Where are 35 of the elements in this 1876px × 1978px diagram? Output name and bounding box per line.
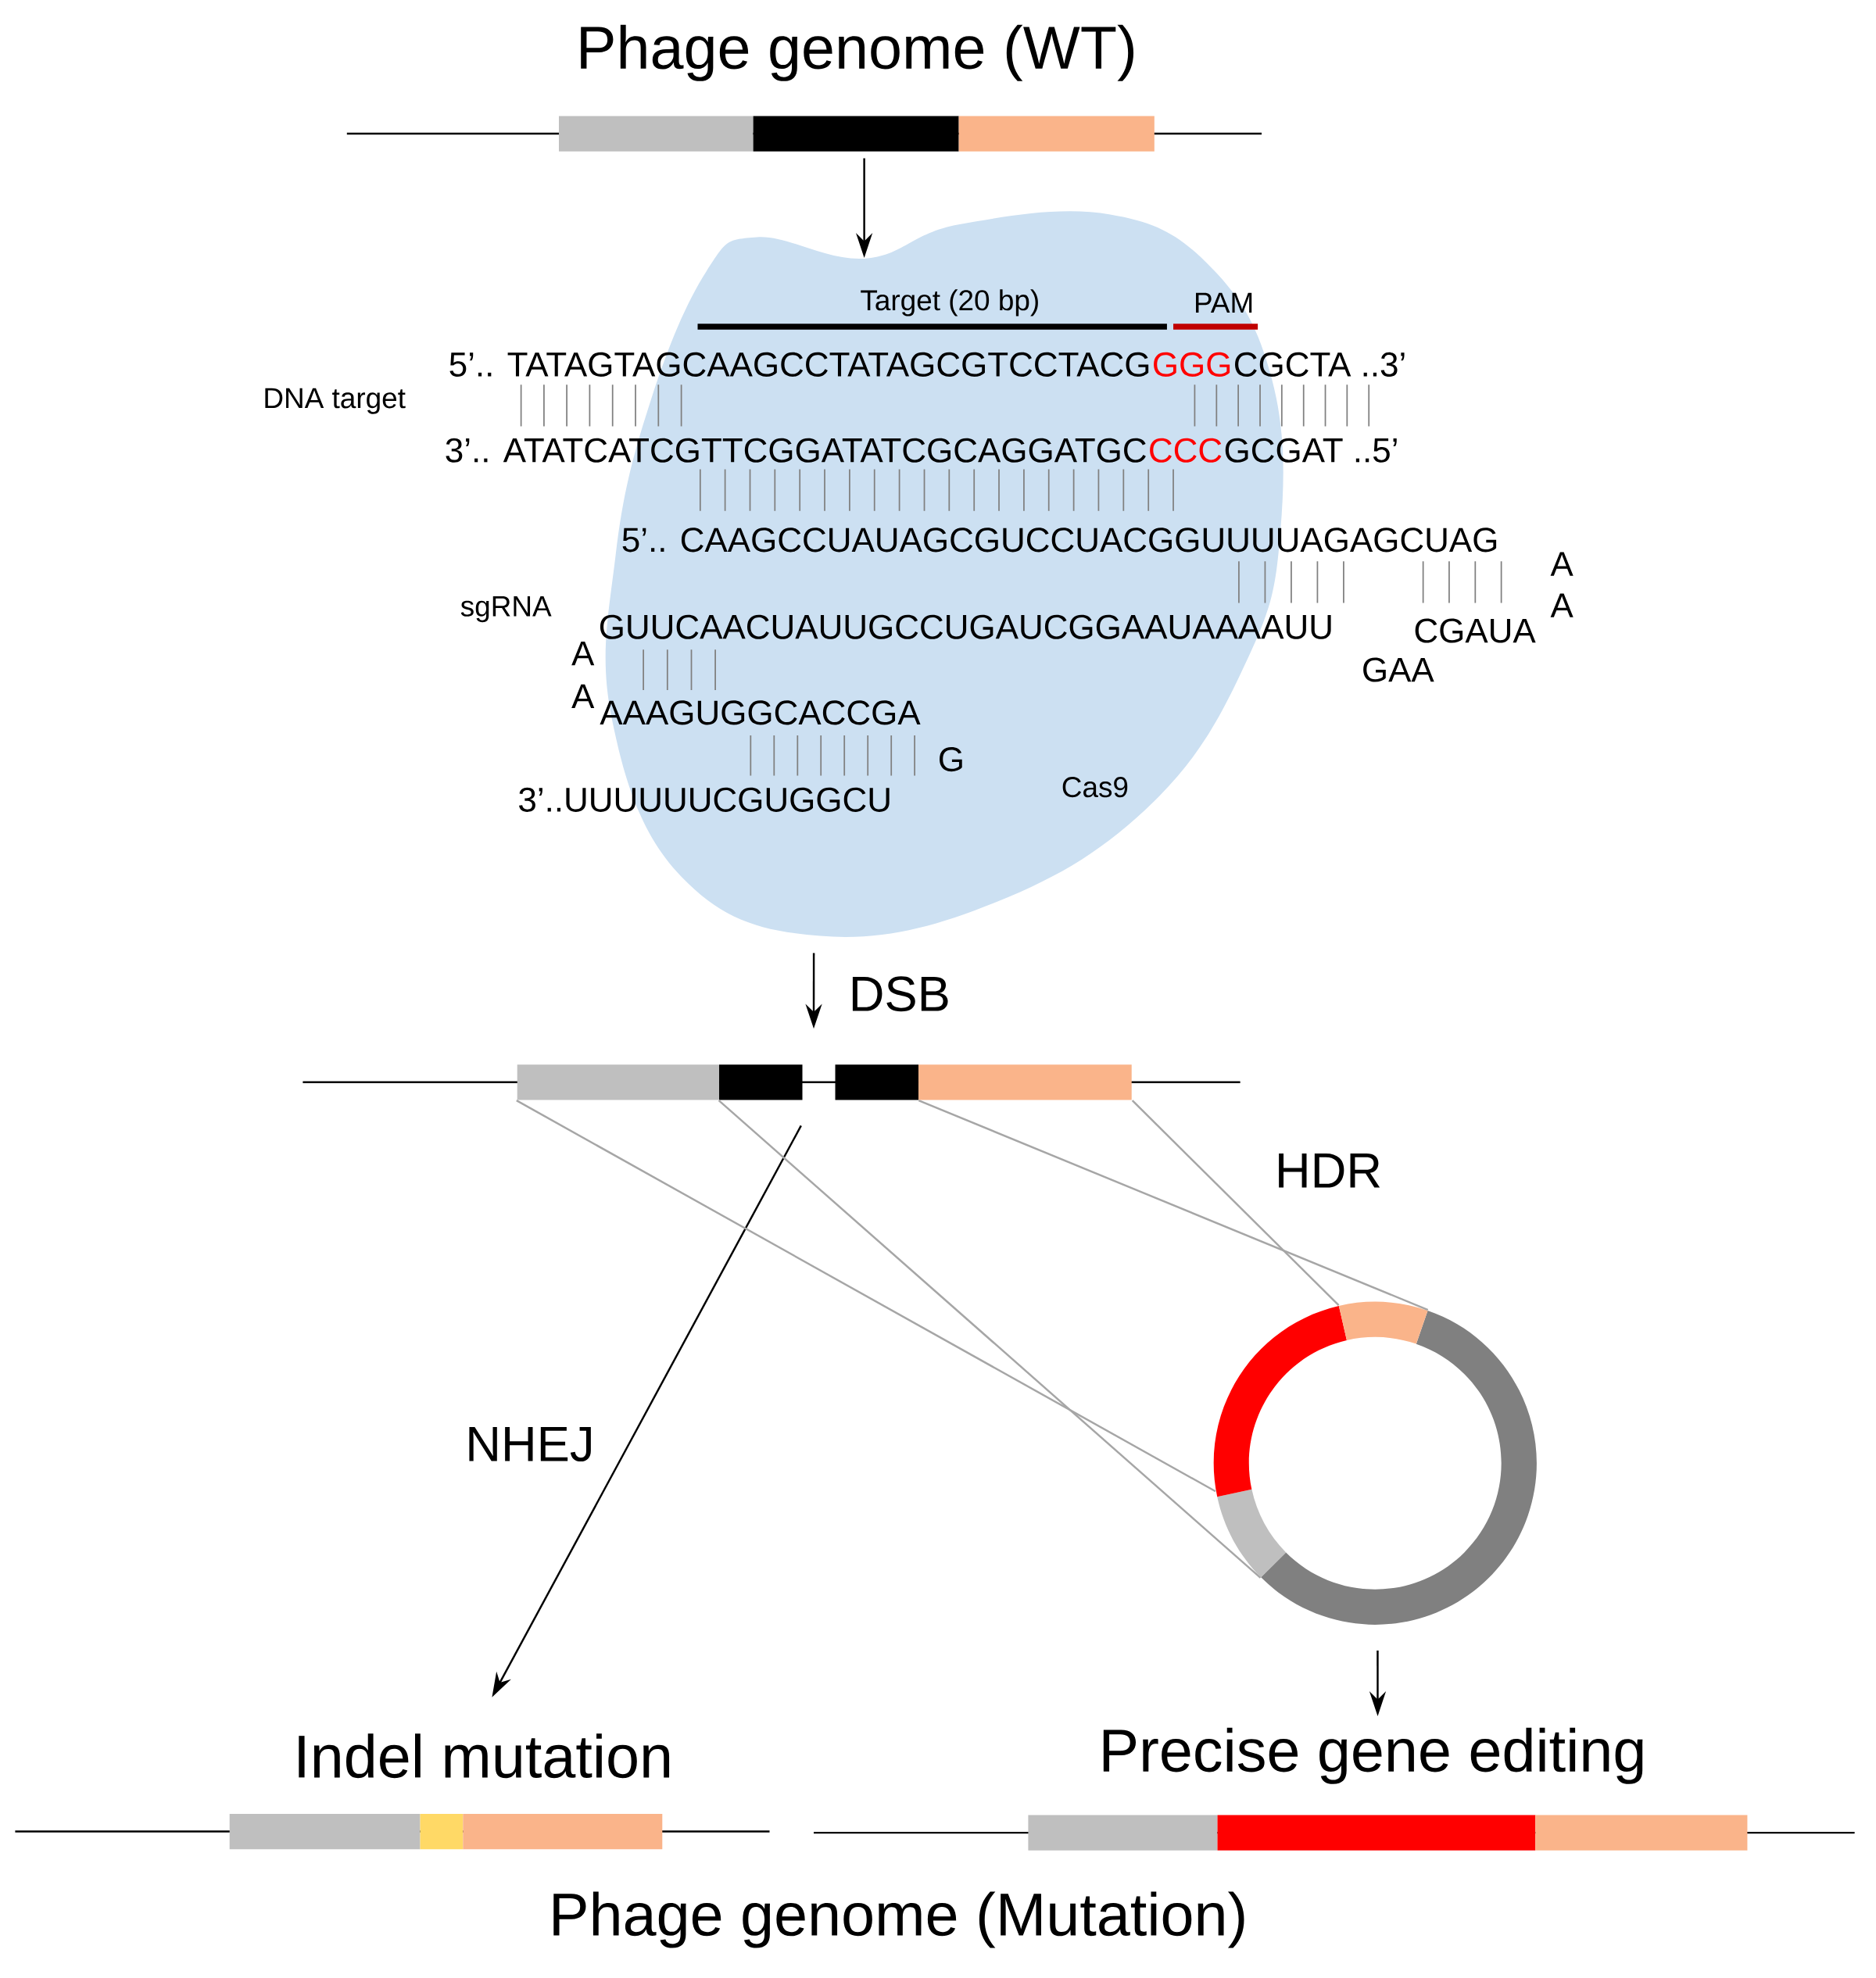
genome-bar: Phage genome (WT) xyxy=(346,24,1262,152)
strand-label: DNA target xyxy=(265,388,406,414)
sequence-text: 3’..UUUUUUCGUGGCU xyxy=(519,787,890,812)
region-label: Target (20 bp) xyxy=(861,289,1038,317)
sequence-text: 5’.. TATAGTAGCAAGCCTATAGCGTCCTACG xyxy=(449,352,1149,377)
caption-text: Phage genome (Mutation) xyxy=(553,1891,1244,1948)
sequence-text: GAA xyxy=(1363,657,1434,682)
connector-line xyxy=(1131,1100,1340,1306)
sequence-text: AAAGUGGCACCGA xyxy=(600,700,921,725)
nucleotide-text: A xyxy=(1550,593,1573,617)
sequence-text: CCC xyxy=(1150,438,1222,463)
pathway-label: HDR xyxy=(1279,1154,1380,1188)
region-label: PAM xyxy=(1196,292,1252,313)
genome-bar: Indel mutation xyxy=(15,1733,770,1850)
connector-line xyxy=(516,1100,1216,1493)
genome-bar: Precise gene editing xyxy=(814,1727,1855,1851)
pathway-label: NHEJ xyxy=(469,1426,591,1462)
nucleotide-text: G xyxy=(940,747,962,772)
sequence-text: GCGAT ..5’ xyxy=(1225,438,1397,463)
node-label: Phage genome (WT) xyxy=(581,24,1134,81)
plasmid-ring-drawing xyxy=(1214,1301,1537,1625)
sequence-text: CGCTA ..3’ xyxy=(1235,352,1405,377)
sequence-text: 3’.. ATATCATCGTTCGGATATCGCAGGATGC xyxy=(446,438,1146,463)
connector-line xyxy=(718,1100,1262,1579)
pathway-label: DSB xyxy=(852,976,948,1012)
sequence-text: CGAUA xyxy=(1415,618,1536,643)
sequence-text: GGG xyxy=(1154,352,1230,377)
connector-line xyxy=(918,1100,1429,1311)
strand-label: sgRNA xyxy=(460,596,552,623)
sequence-text: 5’.. CAAGCCUAUAGCGUCCUACGGUUUUAGAGCUAG xyxy=(622,528,1497,553)
genome-bar xyxy=(303,1064,1241,1100)
nucleotide-text: A xyxy=(1550,552,1573,576)
node-label: Precise gene editing xyxy=(1103,1727,1643,1784)
sequence-text: GUUCAACUAUUGCCUGAUCGGAAUAAAAUU xyxy=(600,614,1331,639)
node-label: Indel mutation xyxy=(299,1733,670,1779)
